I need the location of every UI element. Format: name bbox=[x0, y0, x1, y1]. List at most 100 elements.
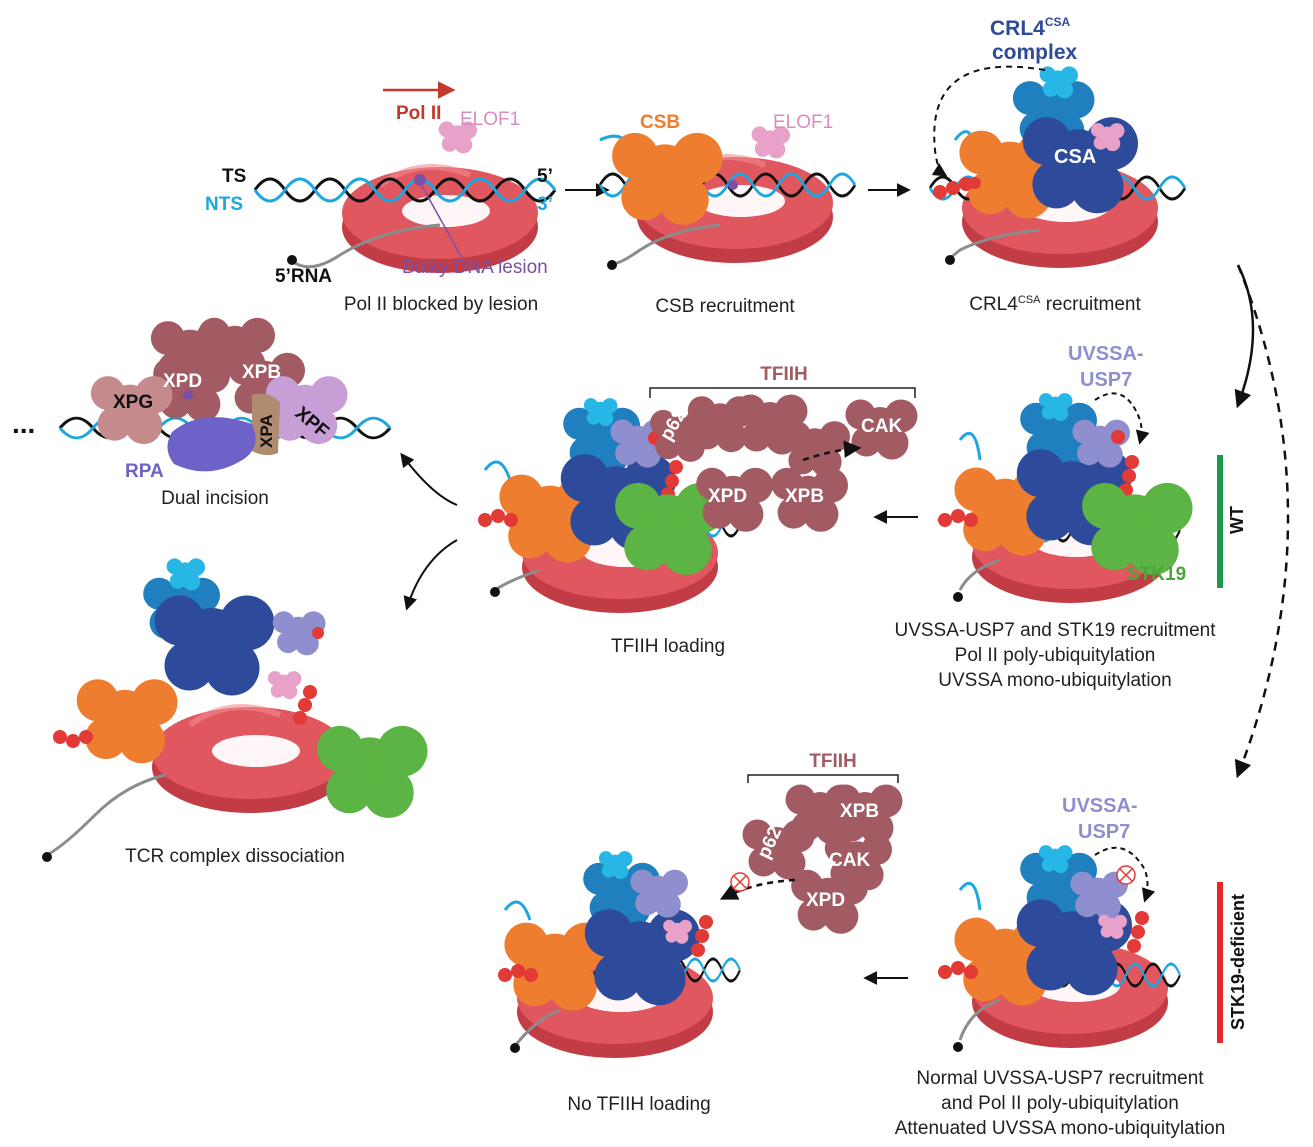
tfiih-bracket bbox=[649, 387, 916, 398]
blocked-loading-arrow bbox=[719, 878, 796, 900]
nascent-rna bbox=[291, 223, 441, 269]
attenuated-mono-ub-arrow bbox=[1094, 846, 1156, 903]
caption-csb-recruitment: CSB recruitment bbox=[655, 296, 795, 317]
deficient-bar bbox=[1217, 882, 1223, 1043]
displaced-strand bbox=[483, 460, 512, 481]
rna-5prime-dot bbox=[42, 852, 52, 862]
five-prime-label: 5’ bbox=[537, 166, 553, 187]
deficient-label: STK19-deficient bbox=[1228, 894, 1248, 1030]
nascent-rna bbox=[958, 558, 1001, 591]
ub-chain bbox=[933, 177, 981, 199]
arrow-to-incision bbox=[400, 452, 458, 506]
xpg-label: XPG bbox=[113, 392, 153, 413]
crl4-title: CRL4CSA bbox=[990, 15, 1071, 40]
xpd-label: XPD bbox=[708, 486, 747, 507]
panel-tcr-dissociation: TCR complex dissociation bbox=[42, 558, 428, 867]
ub-chain bbox=[691, 915, 713, 957]
csa-protein bbox=[154, 595, 275, 696]
panel-crl4-recruitment: CRL4CSA complex CSA CRL4CSA recruitment bbox=[928, 15, 1187, 315]
ub-chain bbox=[478, 509, 518, 527]
ub-chain bbox=[938, 509, 978, 527]
caption-dual-incision: Dual incision bbox=[161, 488, 269, 509]
mono-ub-arrow bbox=[1094, 392, 1150, 445]
xpd-label: XPD bbox=[806, 890, 845, 911]
lesion-marker bbox=[183, 390, 193, 400]
xpd-label: XPD bbox=[163, 371, 202, 392]
rna-5prime-dot bbox=[287, 255, 297, 265]
caption-pol2-blocked: Pol II blocked by lesion bbox=[344, 294, 538, 315]
caption-crl4-recruitment: CRL4CSA recruitment bbox=[969, 294, 1141, 315]
ubiquitin-transfer-arrow bbox=[931, 65, 1046, 177]
csa-label: CSA bbox=[1054, 146, 1096, 168]
usp7-label: USP7 bbox=[1080, 369, 1132, 391]
nascent-rna bbox=[46, 773, 166, 857]
ub-chain bbox=[1127, 911, 1149, 953]
caption-no-tfiih-loading: No TFIIH loading bbox=[567, 1094, 710, 1115]
xpa-label: XPA bbox=[257, 414, 276, 448]
xpb-label: XPB bbox=[785, 486, 824, 507]
rna-5prime-dot bbox=[953, 592, 963, 602]
caption-def-line-1: Normal UVSSA-USP7 recruitment bbox=[916, 1068, 1204, 1089]
stk19-label: STK19 bbox=[1127, 564, 1186, 585]
rna-label: 5’RNA bbox=[275, 266, 332, 287]
ub-chain bbox=[938, 961, 978, 979]
xpb-label: XPB bbox=[840, 801, 879, 822]
tfiih-label: TFIIH bbox=[809, 751, 857, 772]
tfiih-label: TFIIH bbox=[760, 364, 808, 385]
caption-def-line-2: and Pol II poly-ubiquitylation bbox=[941, 1093, 1179, 1114]
caption-tfiih-loading: TFIIH loading bbox=[611, 636, 725, 657]
blocked-icon bbox=[1116, 865, 1136, 885]
pol2-label: Pol II bbox=[396, 103, 441, 124]
lesion-label: Bulky DNA lesion bbox=[402, 257, 548, 278]
cak-release-arrow bbox=[802, 440, 862, 462]
lesion-pointer bbox=[421, 185, 463, 259]
rna-5prime-dot bbox=[490, 587, 500, 597]
crl4-complex-label: complex bbox=[992, 41, 1078, 64]
rpa-protein bbox=[167, 417, 256, 472]
wt-bar bbox=[1217, 455, 1223, 588]
caption-wt-line-2: Pol II poly-ubiquitylation bbox=[955, 645, 1156, 666]
cak-label: CAK bbox=[861, 416, 902, 437]
arrow-to-deficient bbox=[1234, 264, 1290, 779]
mono-ub bbox=[312, 627, 324, 639]
uvssa-label: UVSSA- bbox=[1062, 795, 1138, 817]
rna-5prime-dot bbox=[953, 1042, 963, 1052]
displaced-strand bbox=[958, 881, 982, 911]
ub-chain bbox=[53, 730, 93, 748]
caption-wt-line-3: UVSSA mono-ubiquitylation bbox=[938, 670, 1171, 691]
xpa-protein bbox=[252, 393, 280, 456]
uvssa-label: UVSSA- bbox=[1068, 343, 1144, 365]
rna-5prime-dot bbox=[510, 1043, 520, 1053]
nascent-rna bbox=[611, 223, 721, 266]
caption-tcr-dissociation: TCR complex dissociation bbox=[125, 846, 345, 867]
nts-label: NTS bbox=[205, 194, 243, 215]
ts-label: TS bbox=[222, 166, 246, 187]
panel-pol2-blocked: Pol II ELOF1 TS NTS 5’ 3’ 5’RNA Bulky DN… bbox=[205, 81, 557, 315]
elof1-blob bbox=[267, 671, 302, 700]
panel-wt-recruitment: UVSSA- USP7 STK19 WT UVSSA-USP7 and STK1… bbox=[894, 343, 1247, 691]
caption-wt-line-1: UVSSA-USP7 and STK19 recruitment bbox=[894, 620, 1216, 641]
tfiih-bracket bbox=[747, 774, 899, 783]
ub-chain bbox=[498, 964, 538, 982]
ub-chain bbox=[293, 685, 317, 725]
arrow-to-wt bbox=[1234, 264, 1255, 409]
lesion-marker bbox=[728, 180, 738, 190]
caption-def-line-3: Attenuated UVSSA mono-ubiquitylation bbox=[895, 1118, 1226, 1139]
lesion-marker bbox=[414, 174, 426, 186]
pol2-complex bbox=[152, 707, 348, 813]
three-prime-label: 3’ bbox=[537, 194, 553, 215]
displaced-strand bbox=[503, 900, 532, 921]
ellipsis: ... bbox=[12, 408, 35, 439]
displaced-strand bbox=[958, 431, 982, 461]
usp7-label: USP7 bbox=[1078, 821, 1130, 843]
cak-label: CAK bbox=[829, 850, 870, 871]
blocked-icon bbox=[730, 872, 750, 892]
nascent-rna bbox=[958, 998, 1001, 1041]
panel-stk19-deficient: UVSSA- USP7 STK19-deficient Normal UVSSA… bbox=[895, 795, 1248, 1139]
csb-label: CSB bbox=[640, 112, 680, 133]
panel-dual-incision: ... XPG XPD XPB XPA XPF RPA Dual incisio… bbox=[12, 317, 392, 509]
panel-no-tfiih-loading: TFIIH p62 XPB CAK XPD No TFIIH loading bbox=[498, 751, 903, 1115]
rna-5prime-dot bbox=[607, 260, 617, 270]
